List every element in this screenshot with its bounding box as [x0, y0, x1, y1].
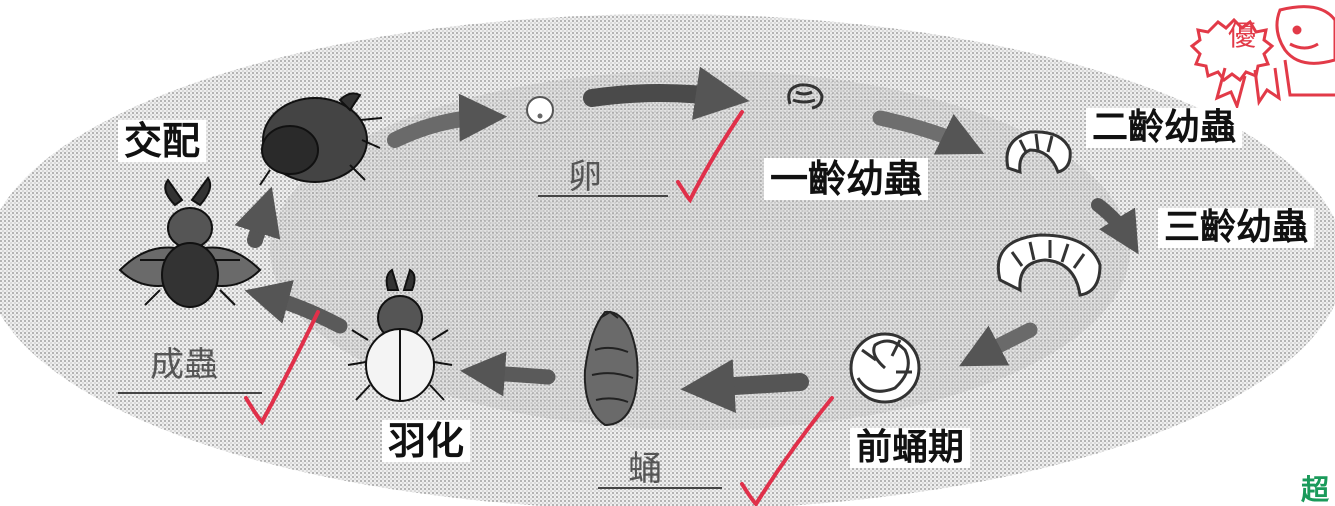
stamp-text: 優: [1228, 19, 1257, 52]
arrow-mating-to-egg: [387, 93, 508, 148]
second-instar-larva-icon: [1005, 130, 1072, 175]
label-eclosion: 羽化: [382, 420, 471, 462]
label-prepupa: 前蛹期: [850, 428, 971, 468]
arrow-eclosion-to-adult: [244, 280, 348, 334]
check-marks: [244, 110, 834, 506]
prepupa-icon: [849, 332, 921, 404]
eclosion-beetle-icon: [347, 268, 453, 402]
arrow-egg-to-first-instar: [583, 66, 750, 121]
label-third-instar: 三齡幼蟲: [1158, 208, 1315, 248]
check-egg: [676, 110, 744, 204]
arrow-prepupa-to-pupa: [680, 359, 809, 413]
arrow-third-instar-to-prepupa: [959, 322, 1038, 367]
third-instar-larva-icon: [996, 233, 1102, 297]
pupa-icon: [583, 310, 639, 427]
first-instar-larva-icon: [787, 83, 824, 110]
answer-pupa: 蛹: [628, 449, 662, 489]
check-pupa: [740, 396, 834, 506]
mating-beetles-icon: [259, 92, 383, 186]
check-adult: [244, 310, 320, 426]
arrow-second-to-third-instar: [1091, 198, 1139, 255]
answer-egg: 卵: [568, 157, 602, 197]
arrow-adult-to-mating: [234, 186, 281, 248]
label-first-instar: 一齡幼蟲: [764, 158, 929, 200]
corner-text: 超: [1300, 473, 1329, 506]
arrow-pupa-to-eclosion: [460, 351, 556, 397]
answer-adult: 成蟲: [150, 345, 218, 385]
egg-icon: [526, 96, 554, 124]
label-mating: 交配: [118, 120, 207, 162]
answer-underlines: [118, 195, 722, 489]
reward-stamp: [1189, 5, 1335, 111]
label-second-instar: 二齡幼蟲: [1086, 108, 1243, 148]
cycle-arrows: [234, 66, 1139, 413]
adult-beetle-icon: [118, 176, 262, 308]
arrow-first-to-second-instar: [872, 110, 985, 155]
